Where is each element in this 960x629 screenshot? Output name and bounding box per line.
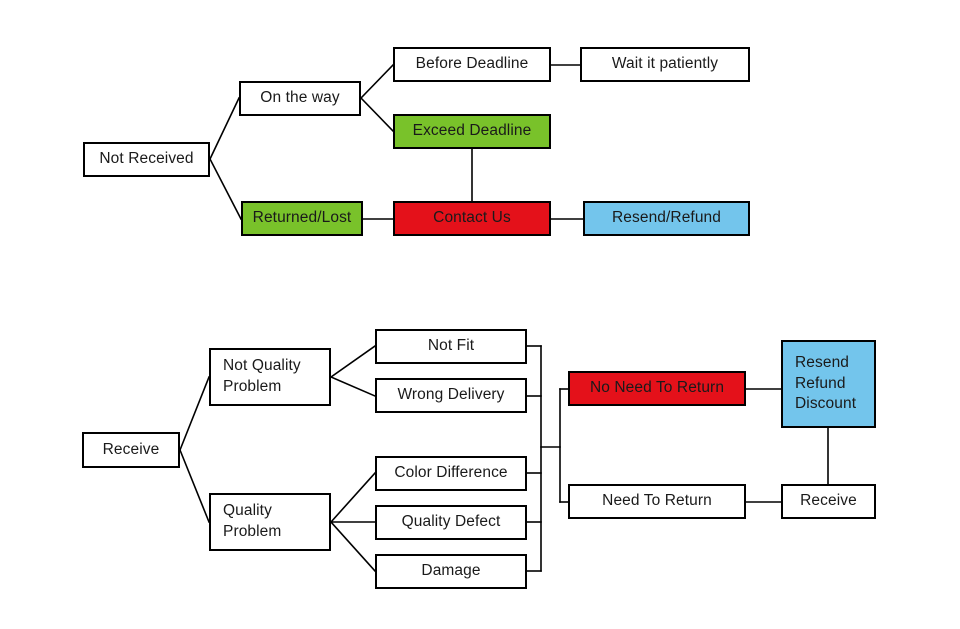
node-before-deadline[interactable]: Before Deadline [393, 47, 551, 82]
node-contact-us[interactable]: Contact Us [393, 201, 551, 236]
edge-not-received-to-on-the-way [208, 96, 241, 161]
edge-receive-to-quality-problem [178, 448, 211, 524]
node-not-quality-problem[interactable]: Not Quality Problem [209, 348, 331, 406]
edge-not-quality-to-not-fit [329, 344, 377, 379]
node-receive-final[interactable]: Receive [781, 484, 876, 519]
node-returned-lost[interactable]: Returned/Lost [241, 201, 363, 236]
node-resend-refund-discount[interactable]: Resend Refund Discount [781, 340, 876, 428]
node-quality-problem[interactable]: Quality Problem [209, 493, 331, 551]
node-not-received[interactable]: Not Received [83, 142, 210, 177]
node-wrong-delivery[interactable]: Wrong Delivery [375, 378, 527, 413]
edge-not-quality-to-wrong-delivery [329, 375, 377, 398]
node-wait-it-patiently[interactable]: Wait it patiently [580, 47, 750, 82]
node-exceed-deadline[interactable]: Exceed Deadline [393, 114, 551, 149]
edge-quality-problem-to-color-difference [329, 471, 377, 524]
node-resend-refund[interactable]: Resend/Refund [583, 201, 750, 236]
node-quality-defect[interactable]: Quality Defect [375, 505, 527, 540]
node-need-to-return[interactable]: Need To Return [568, 484, 746, 519]
edge-on-the-way-to-exceed-deadline [359, 96, 395, 133]
edge-not-received-to-returned-lost [208, 157, 243, 221]
node-damage[interactable]: Damage [375, 554, 527, 589]
edge-on-the-way-to-before-deadline [359, 63, 395, 100]
edge-receive-to-not-quality [178, 375, 211, 452]
node-on-the-way[interactable]: On the way [239, 81, 361, 116]
node-color-difference[interactable]: Color Difference [375, 456, 527, 491]
edge-quality-problem-to-damage [329, 520, 377, 573]
node-not-fit[interactable]: Not Fit [375, 329, 527, 364]
node-receive[interactable]: Receive [82, 432, 180, 468]
node-no-need-to-return[interactable]: No Need To Return [568, 371, 746, 406]
